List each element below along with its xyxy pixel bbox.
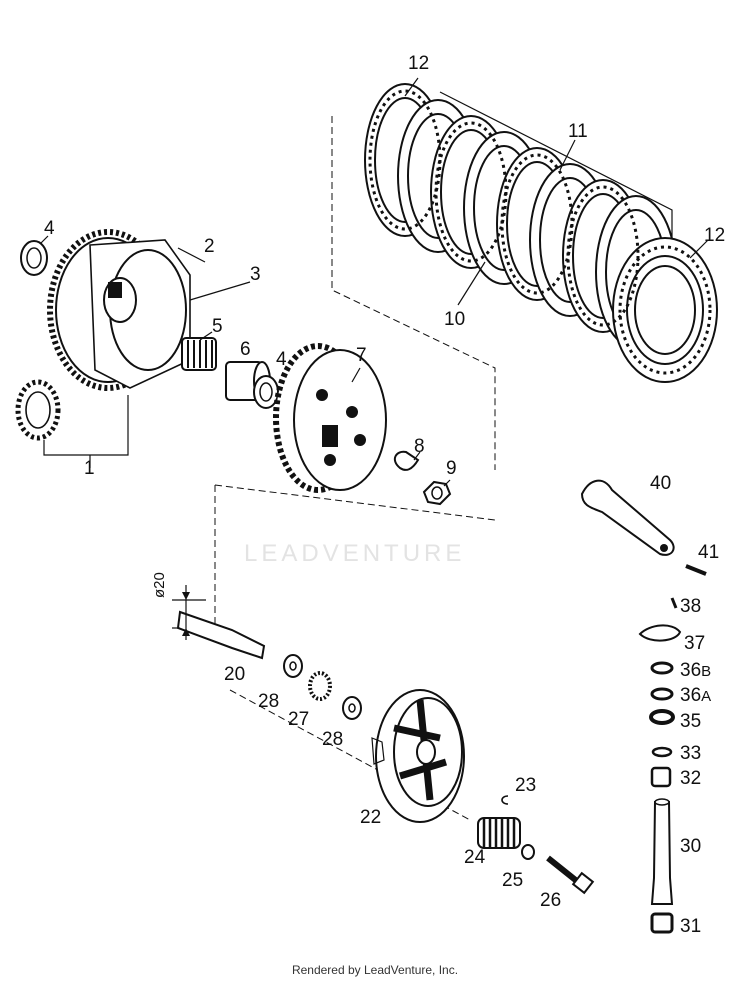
label-26: 26 <box>540 890 562 911</box>
label-11: 11 <box>568 121 588 142</box>
label-38: 38 <box>680 596 702 617</box>
pressure-plate <box>371 689 465 823</box>
label-20: 20 <box>224 664 246 685</box>
label-33: 33 <box>680 743 702 764</box>
label-24: 24 <box>464 847 486 868</box>
label-4-right: 4 <box>276 349 287 370</box>
label-8: 8 <box>414 436 425 457</box>
label-10: 10 <box>444 309 466 330</box>
label-7: 7 <box>356 345 367 366</box>
label-30: 30 <box>680 836 702 857</box>
footer-credit: Rendered by LeadVenture, Inc. <box>291 963 459 977</box>
label-4-left: 4 <box>44 218 55 239</box>
label-25: 25 <box>502 870 524 891</box>
watermark: LEADVENTURE <box>244 540 466 567</box>
label-28-left: 28 <box>258 691 280 712</box>
label-31: 31 <box>680 916 702 937</box>
label-27: 27 <box>288 709 310 730</box>
label-6: 6 <box>240 339 251 360</box>
label-9: 9 <box>446 458 457 479</box>
release-shaft-group <box>580 479 707 934</box>
label-36b: 36B <box>680 661 711 680</box>
label-36b-suffix: B <box>701 663 712 680</box>
assembly-lines <box>214 484 496 821</box>
label-37: 37 <box>684 633 706 654</box>
label-28-right: 28 <box>322 729 344 750</box>
label-36a-number: 36 <box>680 685 702 706</box>
clutch-basket <box>15 229 251 468</box>
label-12-top: 12 <box>408 53 430 74</box>
clutch-plate-stack <box>331 77 718 470</box>
inner-hub-group <box>273 343 452 506</box>
label-12-right: 12 <box>704 225 726 246</box>
label-40: 40 <box>650 473 672 494</box>
dimension-label: ø20 <box>151 572 168 598</box>
label-35: 35 <box>680 711 702 732</box>
thrust-bearing-group <box>283 654 362 720</box>
push-rod <box>172 585 266 660</box>
label-36b-number: 36 <box>680 660 702 681</box>
label-36a: 36A <box>680 686 711 705</box>
label-2: 2 <box>204 236 215 257</box>
label-36a-suffix: A <box>701 688 712 705</box>
label-1: 1 <box>84 458 95 479</box>
spring-bolt-group <box>477 795 595 895</box>
label-41: 41 <box>698 542 720 563</box>
label-22: 22 <box>360 807 382 828</box>
label-23: 23 <box>515 775 537 796</box>
label-3: 3 <box>250 264 261 285</box>
bearing-bushing-group <box>181 331 279 409</box>
label-5: 5 <box>212 316 223 337</box>
label-32: 32 <box>680 768 702 789</box>
